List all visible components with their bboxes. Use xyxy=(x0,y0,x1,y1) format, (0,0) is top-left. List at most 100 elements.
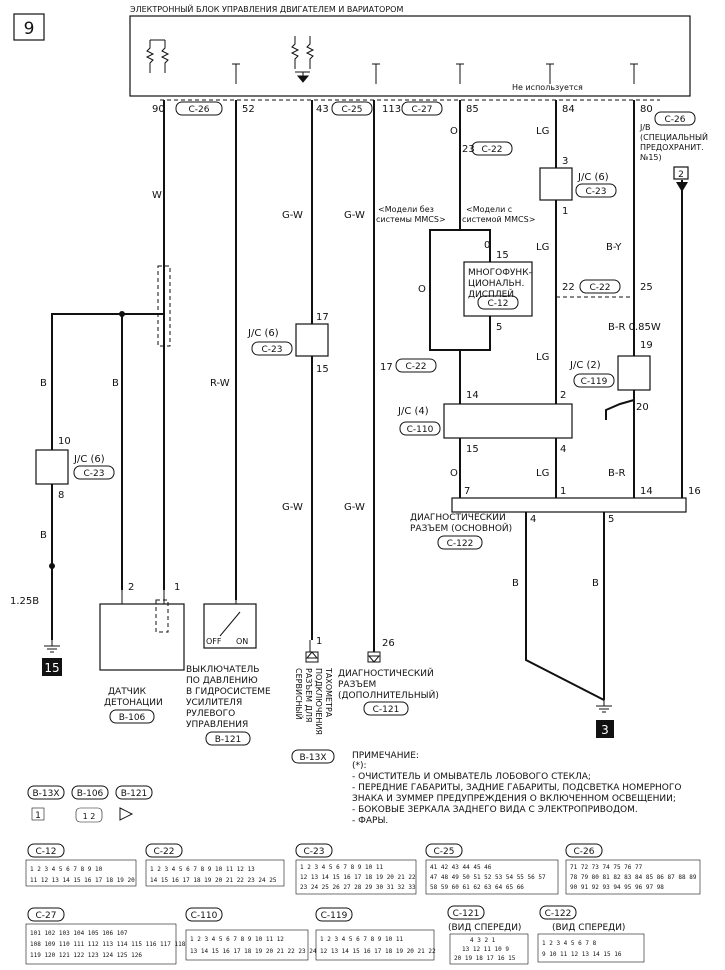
jc6-top-box xyxy=(539,167,573,201)
ecu-internal-resistors xyxy=(145,36,638,84)
svg-text:12 13 14 15 16 17 18 19 20 21: 12 13 14 15 16 17 18 19 20 21 22 xyxy=(320,948,436,955)
svg-text:<Модели без: <Модели без xyxy=(378,205,434,214)
tacho-connector-code: B-13X xyxy=(299,753,326,763)
svg-text:ВЫКЛЮЧАТЕЛЬ: ВЫКЛЮЧАТЕЛЬ xyxy=(186,665,259,675)
connector-pin-rows: 1 2 3 4 5 6 7 8 9 10 11 12 13 14 15 16 1… xyxy=(30,864,697,962)
ground-symbols xyxy=(44,590,612,713)
jc6-mid-box xyxy=(295,323,329,357)
svg-text:C-12: C-12 xyxy=(488,299,509,309)
svg-text:15: 15 xyxy=(496,250,509,261)
svg-text:5: 5 xyxy=(496,322,502,333)
jb-fuse-box xyxy=(673,166,689,180)
svg-text:4: 4 xyxy=(530,514,536,525)
svg-text:G-W: G-W xyxy=(282,502,303,513)
jc4-label: J/C (4) xyxy=(397,406,429,417)
page-number: 9 xyxy=(24,19,35,39)
note-star: (*): xyxy=(352,761,367,771)
svg-text:1: 1 xyxy=(35,811,41,821)
svg-text:19: 19 xyxy=(640,340,653,351)
svg-text:G-W: G-W xyxy=(344,210,365,221)
diag-main-label: ДИАГНОСТИЧЕСКИЙ РАЗЪЕМ (ОСНОВНОЙ) xyxy=(410,511,512,534)
jc6-left-box xyxy=(35,449,69,485)
svg-text:системы MMCS>: системы MMCS> xyxy=(376,215,446,224)
jc2-label: J/C (2) xyxy=(569,360,601,371)
svg-text:17: 17 xyxy=(316,312,329,323)
svg-text:МНОГОФУНК-: МНОГОФУНК- xyxy=(468,268,532,278)
svg-text:C-27: C-27 xyxy=(412,105,433,115)
svg-text:C-110: C-110 xyxy=(407,425,434,435)
svg-text:C-26: C-26 xyxy=(574,847,595,857)
svg-text:0: 0 xyxy=(484,240,490,251)
svg-text:РАЗЪЕМ (ОСНОВНОЙ): РАЗЪЕМ (ОСНОВНОЙ) xyxy=(410,522,512,534)
svg-text:11 12 13 14 15 16 17 18 19 20: 11 12 13 14 15 16 17 18 19 20 xyxy=(30,877,135,884)
svg-text:16: 16 xyxy=(688,486,701,497)
svg-text:C-119: C-119 xyxy=(321,911,348,921)
svg-text:71 72 73 74 75 76 77: 71 72 73 74 75 76 77 xyxy=(570,864,643,871)
svg-text:13 12 11 10 9: 13 12 11 10 9 xyxy=(462,946,509,953)
pressure-switch-box xyxy=(203,603,257,649)
svg-text:C-25: C-25 xyxy=(342,105,363,115)
svg-text:20: 20 xyxy=(636,402,649,413)
svg-text:1 2 3 4 5 6 7 8 9 10 11: 1 2 3 4 5 6 7 8 9 10 11 xyxy=(320,936,403,943)
legend-connectors: B-13X B-106 B-121 1 1 2 xyxy=(27,785,153,823)
svg-text:B: B xyxy=(112,378,119,389)
diag-main-box xyxy=(451,497,687,513)
svg-text:РАЗЪЕМ: РАЗЪЕМ xyxy=(338,680,376,690)
svg-text:РАЗЪЕМ ДЛЯ: РАЗЪЕМ ДЛЯ xyxy=(304,668,313,722)
svg-text:C-110: C-110 xyxy=(191,911,218,921)
model-notes: <Модели без системы MMCS> <Модели с сист… xyxy=(376,205,535,224)
svg-text:C-119: C-119 xyxy=(581,377,608,387)
svg-text:25: 25 xyxy=(640,282,653,293)
tacho-connector-symbol xyxy=(305,651,319,663)
svg-text:ПОДКЛЮЧЕНИЯ: ПОДКЛЮЧЕНИЯ xyxy=(314,668,323,735)
knock-sensor-element xyxy=(155,599,169,633)
svg-text:B: B xyxy=(40,378,47,389)
svg-text:12 13 14 15 16 17 18 19 20 21: 12 13 14 15 16 17 18 19 20 21 22 xyxy=(300,874,416,881)
svg-text:23: 23 xyxy=(462,144,475,155)
svg-text:9 10 11 12 13 14 15 16: 9 10 11 12 13 14 15 16 xyxy=(542,951,622,958)
svg-text:2: 2 xyxy=(560,390,566,401)
svg-text:14: 14 xyxy=(466,390,479,401)
knock-sensor-connector: B-106 xyxy=(119,713,146,723)
svg-text:85: 85 xyxy=(466,104,479,115)
svg-text:C-22: C-22 xyxy=(590,283,611,293)
svg-text:52: 52 xyxy=(242,104,255,115)
svg-text:1.25B: 1.25B xyxy=(10,596,39,607)
jc4-box xyxy=(443,403,573,439)
svg-text:101 102 103 104 105 106 107: 101 102 103 104 105 106 107 xyxy=(30,930,128,937)
svg-text:G-W: G-W xyxy=(282,210,303,221)
svg-text:ДИСПЛЕЙ: ДИСПЛЕЙ xyxy=(468,288,514,300)
svg-text:23 24 25 26 27 28 29 30 31 32: 23 24 25 26 27 28 29 30 31 32 33 xyxy=(300,884,416,891)
svg-text:LG: LG xyxy=(536,126,549,137)
svg-text:J/B: J/B xyxy=(639,123,651,132)
wire-color-labels: W G-W G-W G-W G-W O O O LG LG LG LG B-Y … xyxy=(10,126,661,607)
svg-text:B-Y: B-Y xyxy=(606,242,622,253)
svg-text:C-23: C-23 xyxy=(84,469,105,479)
svg-text:B-121: B-121 xyxy=(121,789,148,799)
svg-text:O: O xyxy=(450,126,458,137)
svg-text:LG: LG xyxy=(536,352,549,363)
svg-text:1 2 3 4 5 6 7 8 9 10 11: 1 2 3 4 5 6 7 8 9 10 11 xyxy=(300,864,383,871)
jb-label: J/B (СПЕЦИАЛЬНЫЙ ПРЕДОХРАНИТ. №15) xyxy=(639,123,708,162)
ground-15-box xyxy=(42,658,62,676)
svg-text:(ДОПОЛНИТЕЛЬНЫЙ): (ДОПОЛНИТЕЛЬНЫЙ) xyxy=(338,689,439,701)
svg-text:№15): №15) xyxy=(640,153,662,162)
svg-text:ПО ДАВЛЕНИЮ: ПО ДАВЛЕНИЮ xyxy=(186,676,258,686)
ground-3-box xyxy=(596,720,614,738)
svg-text:ДАТЧИК: ДАТЧИК xyxy=(108,687,147,697)
svg-text:78 79 80 81 82 83 84 85 86 87: 78 79 80 81 82 83 84 85 86 87 88 89 xyxy=(570,874,697,881)
svg-text:C-12: C-12 xyxy=(36,847,57,857)
svg-text:- ФАРЫ.: - ФАРЫ. xyxy=(352,816,388,826)
diag-extra-label: ДИАГНОСТИЧЕСКИЙ РАЗЪЕМ (ДОПОЛНИТЕЛЬНЫЙ) xyxy=(338,667,439,701)
knock-shield xyxy=(157,265,171,347)
jb-fuse-triangle xyxy=(676,182,688,192)
jb-fuse-number: 2 xyxy=(678,170,684,180)
ecu-box xyxy=(129,15,691,97)
svg-text:G-W: G-W xyxy=(344,502,365,513)
svg-text:119 120 121 122 123 124 125 12: 119 120 121 122 123 124 125 126 xyxy=(30,952,142,959)
svg-text:C-122: C-122 xyxy=(447,539,474,549)
svg-text:108 109 110 111 112 113 114 11: 108 109 110 111 112 113 114 115 116 117 … xyxy=(30,941,186,948)
svg-text:1 2 3 4 5 6 7 8 9 10: 1 2 3 4 5 6 7 8 9 10 xyxy=(30,866,103,873)
ecu-title: ЭЛЕКТРОННЫЙ БЛОК УПРАВЛЕНИЯ ДВИГАТЕЛЕМ И… xyxy=(130,3,403,14)
